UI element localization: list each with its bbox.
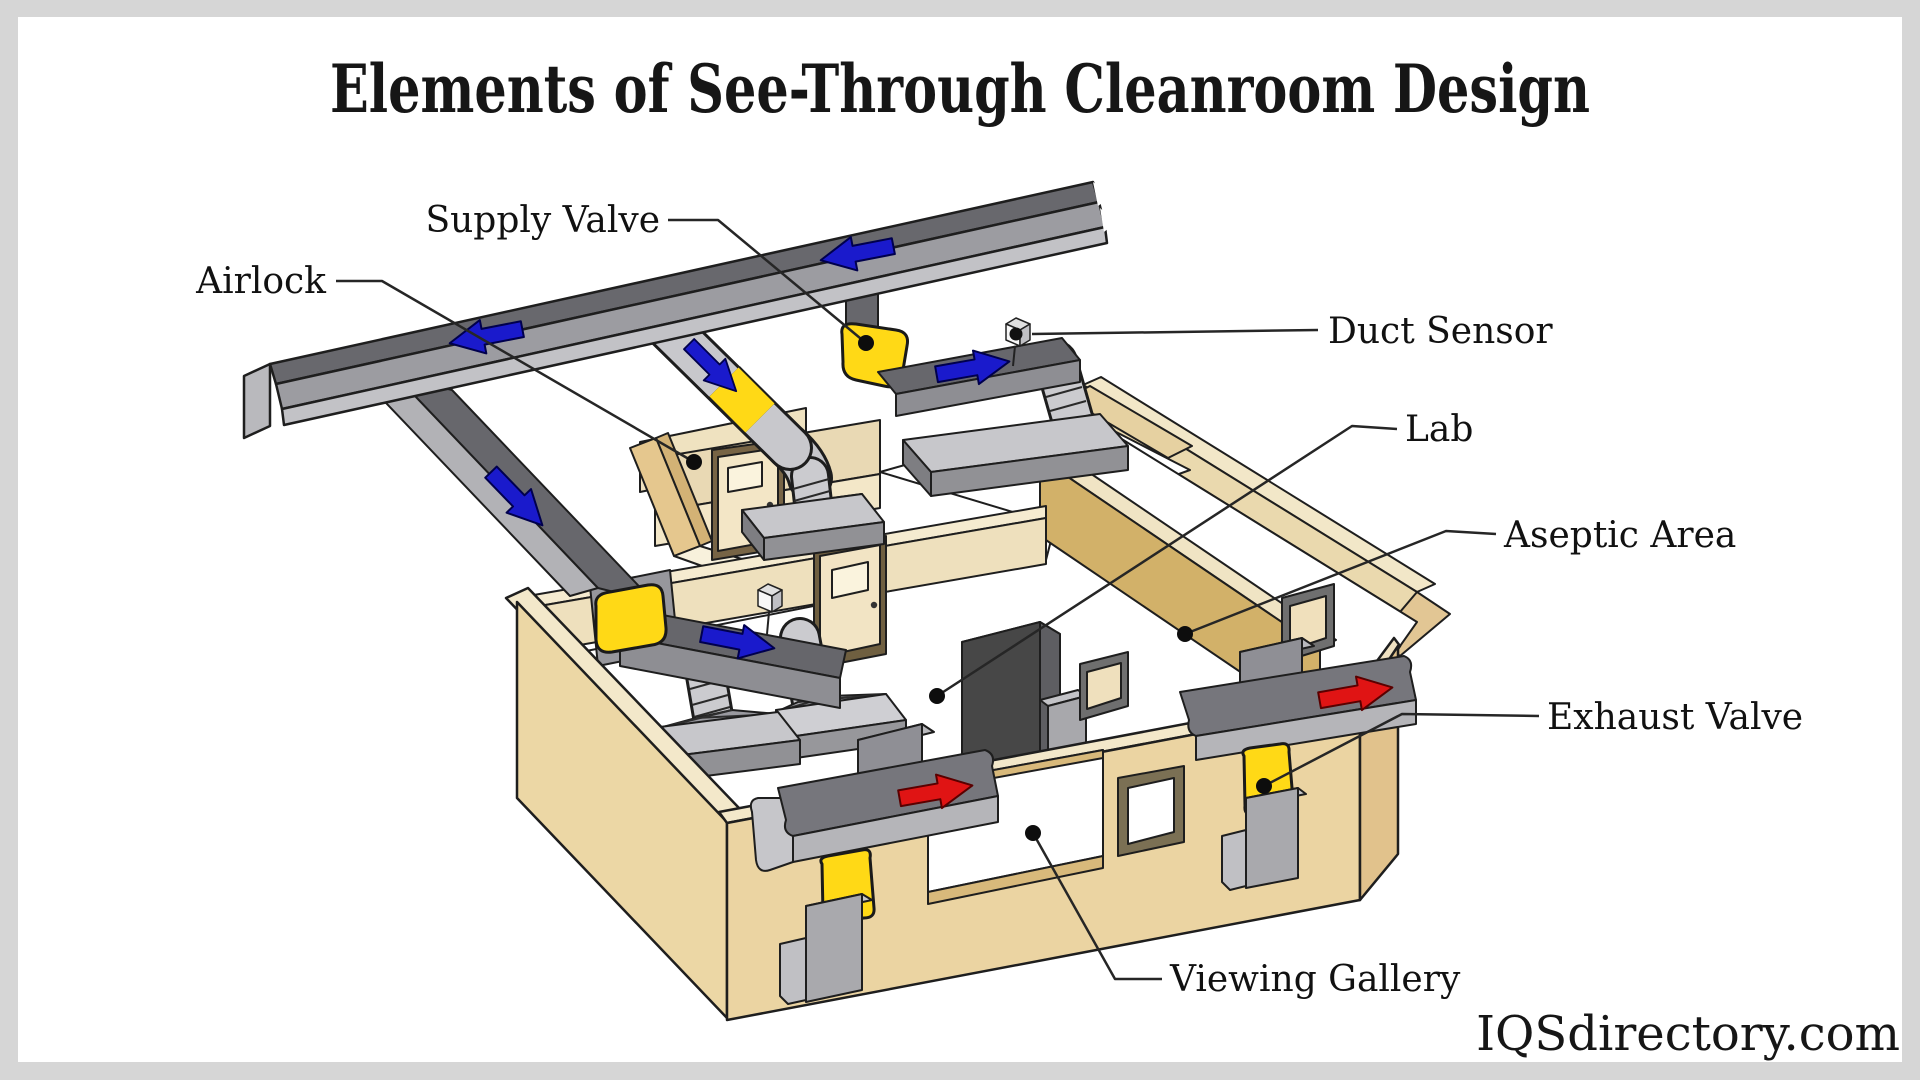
leader-lab	[936, 424, 1398, 698]
leader-airlock	[336, 279, 695, 464]
diagram-title: Elements of See-Through Cleanroom Design	[330, 50, 1590, 128]
supply-branch-frontleft	[367, 375, 668, 654]
supply-duct-room-run	[619, 583, 847, 709]
lab-door	[813, 535, 887, 669]
duct-sensor-box-icon	[757, 583, 783, 635]
main-supply-duct	[242, 180, 1116, 440]
exhaust-unit-front	[749, 723, 999, 1005]
label-aseptic-area: Aseptic Area	[1503, 515, 1736, 556]
leader-duct-sensor	[1031, 328, 1319, 336]
exhaust-inlet-flare	[749, 797, 794, 872]
leader-lines	[336, 218, 1540, 981]
leader-dot	[929, 688, 945, 704]
supply-branch-back	[840, 285, 1081, 417]
leader-viewing-gallery	[1031, 832, 1162, 981]
watermark: IQSdirectory.com	[1476, 1006, 1900, 1062]
supply-branch-airlock	[643, 303, 813, 471]
leader-dot	[1025, 825, 1041, 841]
label-airlock: Airlock	[195, 261, 327, 302]
door-knob-icon	[870, 601, 878, 609]
duct-cut-edge	[1100, 208, 1116, 232]
label-exhaust-valve: Exhaust Valve	[1547, 697, 1803, 738]
lab-equipment-cabinet	[961, 621, 1087, 777]
leader-dot	[1256, 778, 1272, 794]
duct-sensor-icon	[1005, 317, 1031, 367]
leader-supply-valve	[668, 218, 867, 344]
leader-dot	[686, 454, 702, 470]
label-lab: Lab	[1405, 409, 1473, 450]
label-duct-sensor: Duct Sensor	[1328, 311, 1553, 352]
leader-aseptic-area	[1184, 529, 1497, 636]
front-wall-window-icon	[1117, 765, 1185, 857]
label-viewing-gallery: Viewing Gallery	[1169, 959, 1461, 1000]
label-supply-valve: Supply Valve	[425, 200, 660, 241]
leader-dot	[1177, 626, 1193, 642]
leader-dot	[858, 335, 874, 351]
supply-valve-connector-icon	[594, 583, 668, 654]
door-window-icon	[831, 561, 869, 599]
see-through-window-icon	[1079, 651, 1129, 721]
duct-cut-edge	[1093, 182, 1112, 206]
door-window-icon	[727, 461, 763, 493]
exhaust-unit-aseptic	[1179, 637, 1417, 891]
leader-exhaust-valve	[1263, 712, 1540, 788]
